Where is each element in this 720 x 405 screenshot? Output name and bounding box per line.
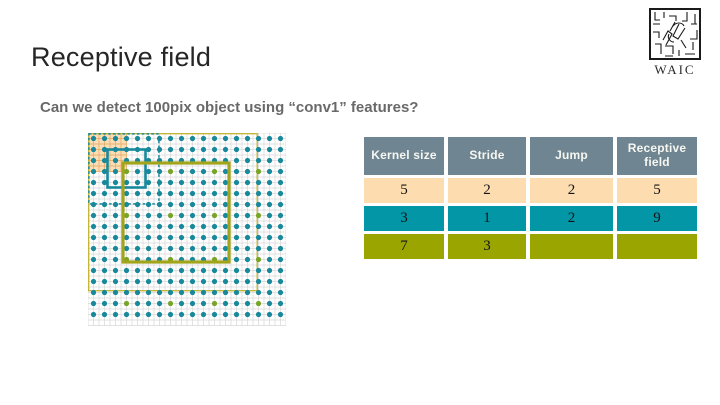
table-cell: 9 [617, 206, 697, 231]
table-header-cell: Stride [448, 137, 526, 175]
table-header-cell: Jump [530, 137, 613, 175]
receptive-field-diagram [88, 133, 286, 326]
page-title: Receptive field [31, 42, 212, 72]
table-cell: 3 [364, 206, 444, 231]
table-cell: 1 [448, 206, 526, 231]
subtitle: Can we detect 100pix object using “conv1… [40, 99, 419, 116]
table-cell [530, 234, 613, 259]
table-cell: 5 [364, 178, 444, 203]
waic-logo: WAIC [642, 8, 708, 78]
waic-logo-label: WAIC [654, 62, 696, 77]
table-cell: 2 [530, 206, 613, 231]
table-cell: 5 [617, 178, 697, 203]
table-cell [617, 234, 697, 259]
table-cell: 2 [530, 178, 613, 203]
table-header-cell: Kernel size [364, 137, 444, 175]
table-cell: 7 [364, 234, 444, 259]
table-header-cell: Receptive field [617, 137, 697, 175]
table-cell: 3 [448, 234, 526, 259]
table-cell: 2 [448, 178, 526, 203]
waic-logo-icon [649, 8, 701, 60]
